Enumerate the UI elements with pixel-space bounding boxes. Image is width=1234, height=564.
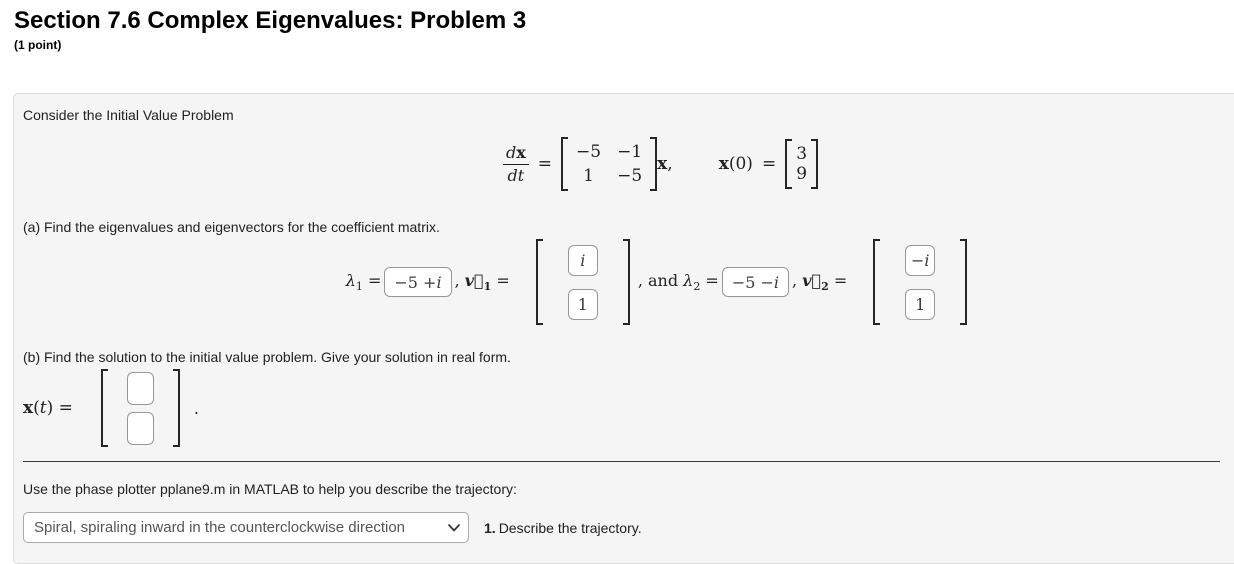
part-b-prompt: (b) Find the solution to the initial val… (23, 349, 511, 365)
page-header: Section 7.6 Complex Eigenvalues: Problem… (0, 0, 1234, 52)
solution-entry-1-input[interactable] (126, 371, 154, 405)
lambda1-label: λ1 = (345, 270, 382, 294)
vector-cell: 3 (796, 144, 808, 164)
lambda1-answer-field[interactable]: −5 + i (384, 267, 452, 297)
v1-vector: i 1 (535, 239, 630, 325)
sentence-period: . (193, 398, 200, 418)
xt-label: x(t) = (23, 398, 73, 418)
initial-condition-vector: 3 9 (785, 139, 819, 189)
equals-sign: = (761, 154, 777, 174)
phase-plotter-instruction: Use the phase plotter pplane9.m in MATLA… (23, 481, 517, 497)
part-b-answer-row: x(t) = . (23, 369, 1220, 447)
part-a-prompt: (a) Find the eigenvalues and eigenvector… (23, 219, 440, 235)
right-bracket (650, 137, 658, 191)
solution-vector (100, 369, 180, 447)
matrix-cell: 1 (583, 166, 594, 186)
lambda2-label: , and λ2 = (637, 270, 719, 294)
matrix-cell: −5 (576, 142, 602, 162)
v1-label: , v⃗1 = (454, 270, 510, 294)
matrix-cell: −5 (617, 166, 643, 186)
right-bracket (172, 369, 180, 447)
lambda2-answer-field[interactable]: −5 − i (721, 267, 790, 297)
right-bracket (811, 139, 819, 189)
trajectory-row: Spiral, spiraling inward in the counterc… (23, 512, 1220, 543)
left-bracket (561, 137, 569, 191)
matrix-cell: −1 (617, 142, 643, 162)
vector-cell: 9 (796, 164, 808, 184)
equals-sign: = (537, 154, 553, 174)
left-bracket (535, 239, 543, 325)
v2-entry-1-field[interactable]: −i (905, 244, 936, 276)
right-bracket (960, 239, 968, 325)
part-a-answers: λ1 = −5 + i , v⃗1 = i 1 , and λ2 = −5 − … (23, 239, 1220, 325)
x-symbol: x (718, 154, 729, 174)
trajectory-question: 1.Describe the trajectory. (484, 519, 642, 536)
right-bracket (622, 239, 630, 325)
left-bracket (100, 369, 108, 447)
v1-entry-2-field[interactable]: 1 (567, 288, 598, 320)
v2-entry-2-field[interactable]: 1 (905, 288, 936, 320)
left-bracket (873, 239, 881, 325)
v1-entry-1-field[interactable]: i (567, 244, 598, 276)
dxdt-fraction: dx dt (502, 143, 529, 185)
section-divider (23, 461, 1220, 462)
x-symbol: x (657, 154, 668, 174)
page-title: Section 7.6 Complex Eigenvalues: Problem… (14, 7, 527, 34)
solution-entry-2-input[interactable] (126, 411, 154, 445)
trajectory-select-wrap: Spiral, spiraling inward in the counterc… (23, 512, 469, 543)
trajectory-select[interactable]: Spiral, spiraling inward in the counterc… (23, 512, 469, 543)
coefficient-matrix: −5 −1 1 −5 (561, 137, 658, 191)
v2-vector: −i 1 (873, 239, 968, 325)
left-bracket (785, 139, 793, 189)
problem-panel: Consider the Initial Value Problem dx dt… (13, 93, 1234, 564)
v2-label: , v⃗2 = (792, 270, 848, 294)
ivp-equation: dx dt = −5 −1 1 −5 x, x(0) = 3 9 (23, 137, 1220, 191)
points-label: (1 point) (14, 38, 62, 52)
problem-intro: Consider the Initial Value Problem (23, 107, 234, 123)
